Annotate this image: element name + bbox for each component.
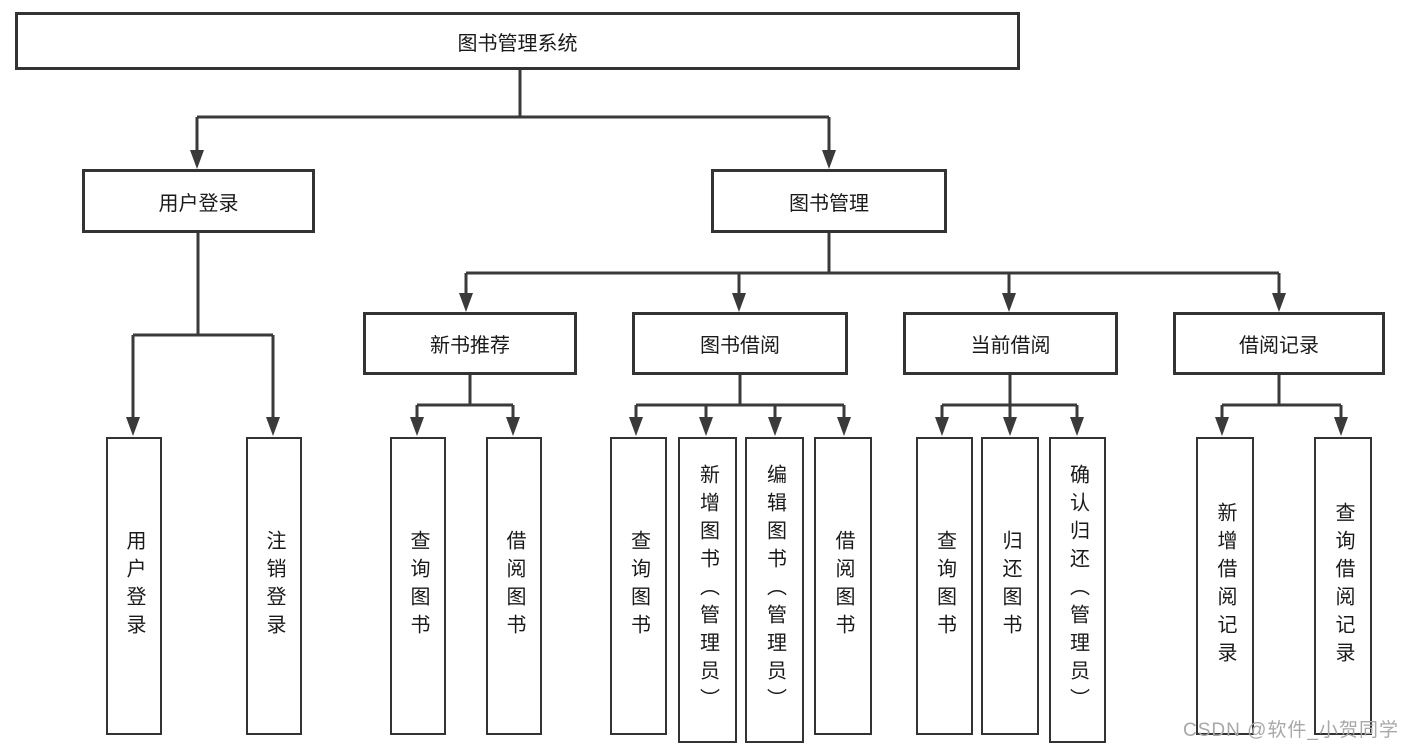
leaf-borrowing-add-books-admin: 新增图书（管理员） xyxy=(678,437,737,743)
leaf-borrowing-borrow-books-label: 借阅图书 xyxy=(832,530,854,642)
leaf-records-add-record-label: 新增借阅记录 xyxy=(1214,502,1236,670)
leaf-borrowing-edit-books-admin-label: 编辑图书（管理员） xyxy=(763,464,786,716)
node-new-book-recommend: 新书推荐 xyxy=(363,312,577,375)
connector-paths xyxy=(131,70,1343,418)
arrowheads xyxy=(126,150,1348,436)
node-root-system: 图书管理系统 xyxy=(15,12,1020,70)
leaf-current-return-books-label: 归还图书 xyxy=(999,530,1021,642)
node-borrow-records-label: 借阅记录 xyxy=(1239,335,1319,357)
node-root-system-label: 图书管理系统 xyxy=(457,32,578,55)
csdn-watermark: CSDN @软件_小贺同学 xyxy=(1183,720,1399,741)
leaf-records-add-record: 新增借阅记录 xyxy=(1196,437,1254,735)
leaf-borrowing-add-books-admin-label: 新增图书（管理员） xyxy=(696,464,719,716)
node-user-login: 用户登录 xyxy=(82,169,315,233)
leaf-newbook-query-books-label: 查询图书 xyxy=(407,530,429,642)
leaf-newbook-borrow-books-label: 借阅图书 xyxy=(503,530,525,642)
leaf-current-confirm-return-admin: 确认归还（管理员） xyxy=(1049,437,1106,743)
leaf-newbook-query-books: 查询图书 xyxy=(390,437,446,735)
node-user-login-label: 用户登录 xyxy=(158,192,239,215)
node-new-book-recommend-label: 新书推荐 xyxy=(430,335,510,357)
node-book-management-label: 图书管理 xyxy=(789,192,869,215)
node-book-borrowing-label: 图书借阅 xyxy=(700,335,780,357)
leaf-newbook-borrow-books: 借阅图书 xyxy=(486,437,542,735)
leaf-borrowing-query-books: 查询图书 xyxy=(610,437,667,735)
node-book-management: 图书管理 xyxy=(711,169,947,233)
node-current-borrowing-label: 当前借阅 xyxy=(970,335,1051,357)
leaf-current-query-books: 查询图书 xyxy=(916,437,973,735)
leaf-borrowing-query-books-label: 查询图书 xyxy=(627,530,650,642)
leaf-current-query-books-label: 查询图书 xyxy=(933,530,956,642)
leaf-records-query-record: 查询借阅记录 xyxy=(1314,437,1372,735)
leaf-borrowing-edit-books-admin: 编辑图书（管理员） xyxy=(745,437,804,743)
leaf-logout-label: 注销登录 xyxy=(263,530,285,642)
leaf-user-login-label: 用户登录 xyxy=(123,530,145,642)
leaf-records-query-record-label: 查询借阅记录 xyxy=(1332,502,1354,670)
node-borrow-records: 借阅记录 xyxy=(1173,312,1385,375)
node-current-borrowing: 当前借阅 xyxy=(903,312,1118,375)
leaf-current-confirm-return-admin-label: 确认归还（管理员） xyxy=(1066,464,1089,716)
node-book-borrowing: 图书借阅 xyxy=(632,312,848,375)
leaf-borrowing-borrow-books: 借阅图书 xyxy=(814,437,872,735)
leaf-current-return-books: 归还图书 xyxy=(981,437,1039,735)
leaf-user-login: 用户登录 xyxy=(106,437,162,735)
leaf-logout: 注销登录 xyxy=(246,437,302,735)
